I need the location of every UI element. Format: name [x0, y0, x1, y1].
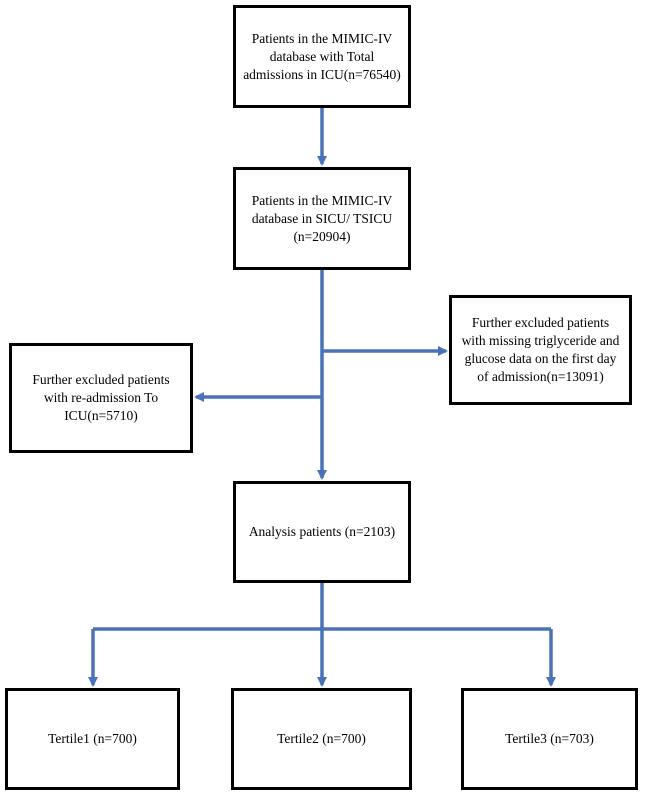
excluded-missing-box: Further excluded patients with missing t… — [449, 295, 632, 405]
tertile3-text: Tertile3 (n=703) — [505, 731, 594, 746]
excluded-readmission-box: Further excluded patients with re-admiss… — [9, 343, 193, 453]
sicu-tsicu-box: Patients in the MIMIC-IV database in SIC… — [233, 167, 411, 270]
excluded-missing-text: Further excluded patients with missing t… — [461, 315, 620, 384]
total-icu-box: Patients in the MIMIC-IV database with T… — [233, 5, 411, 108]
total-icu-text: Patients in the MIMIC-IV database with T… — [243, 30, 401, 82]
excluded-readmission-text: Further excluded patients with re-admiss… — [32, 372, 170, 423]
tertile3-box: Tertile3 (n=703) — [461, 688, 638, 790]
analysis-text: Analysis patients (n=2103) — [248, 524, 396, 539]
tertile2-text: Tertile2 (n=700) — [277, 731, 366, 746]
tertile1-text: Tertile1 (n=700) — [48, 731, 137, 746]
analysis-box: Analysis patients (n=2103) — [233, 481, 411, 583]
sicu-tsicu-text: Patients in the MIMIC-IV database in SIC… — [251, 192, 393, 244]
tertile2-box: Tertile2 (n=700) — [231, 688, 412, 790]
tertile1-box: Tertile1 (n=700) — [5, 688, 180, 790]
